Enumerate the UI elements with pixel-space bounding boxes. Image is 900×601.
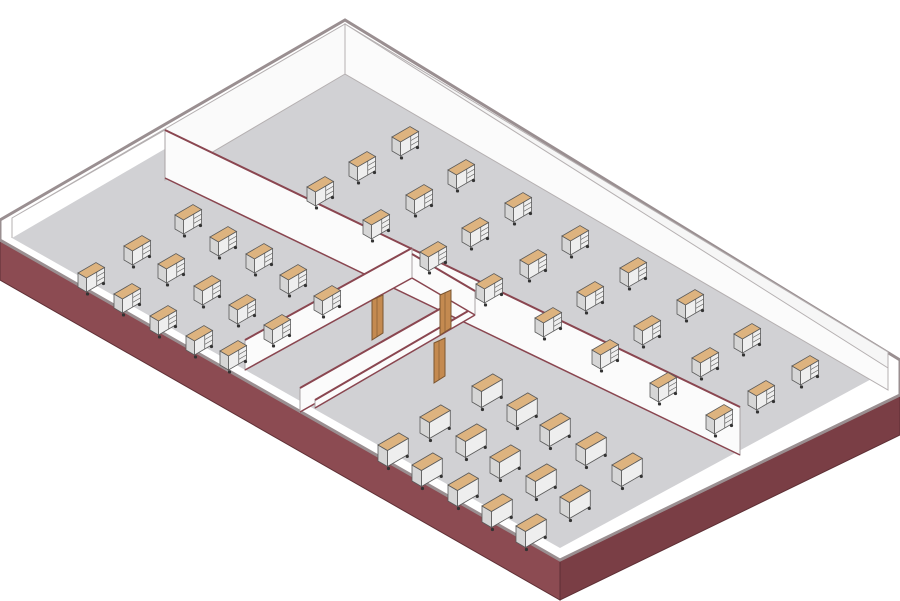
office-desk xyxy=(174,204,203,238)
office-desk xyxy=(591,339,620,373)
office-desk xyxy=(193,275,222,309)
door-3 xyxy=(433,337,446,384)
office-desk xyxy=(619,257,648,291)
office-desk xyxy=(649,372,678,406)
office-desk xyxy=(391,126,420,160)
back-wall-left-face xyxy=(11,23,346,238)
table xyxy=(455,423,488,462)
office-desk xyxy=(313,285,342,319)
office-desk xyxy=(348,151,377,185)
office-desk xyxy=(461,217,490,251)
office-desk xyxy=(306,176,335,210)
office-desk xyxy=(475,273,504,307)
office-desk xyxy=(733,323,762,357)
office-desk xyxy=(447,159,476,193)
office-desk xyxy=(576,281,605,315)
office-desk xyxy=(362,209,391,243)
table xyxy=(447,472,480,511)
exterior-wall xyxy=(0,18,900,601)
table xyxy=(506,392,539,431)
back-wall-right-inner xyxy=(344,23,889,391)
table xyxy=(471,373,504,412)
table xyxy=(481,493,514,532)
office-desk xyxy=(534,307,563,341)
wall-top-rim xyxy=(0,18,900,562)
office-desk xyxy=(228,294,257,328)
office-desk xyxy=(519,249,548,283)
door-1 xyxy=(371,294,384,341)
office-desk xyxy=(419,241,448,275)
back-walls xyxy=(11,23,889,391)
table xyxy=(411,452,444,491)
table xyxy=(611,452,644,491)
office-desk xyxy=(279,264,308,298)
office-desk xyxy=(633,315,662,349)
office-desk xyxy=(263,314,292,348)
office-desk xyxy=(157,253,186,287)
office-desk xyxy=(504,192,533,226)
furniture xyxy=(77,126,820,552)
office-desk xyxy=(747,380,776,414)
office-desk xyxy=(77,262,106,296)
doors xyxy=(371,289,452,384)
office-desk xyxy=(185,325,214,359)
table xyxy=(559,484,592,523)
office-desk xyxy=(113,283,142,317)
table xyxy=(539,412,572,451)
office-desk xyxy=(123,235,152,269)
partition-walls xyxy=(164,129,741,456)
office-desk xyxy=(561,225,590,259)
office-desk xyxy=(676,289,705,323)
office-desk xyxy=(405,184,434,218)
table xyxy=(419,404,452,443)
office-desk xyxy=(209,226,238,260)
table xyxy=(489,444,522,483)
table xyxy=(377,432,410,471)
office-desk xyxy=(791,355,820,389)
door-2 xyxy=(439,289,452,336)
table xyxy=(515,513,548,552)
office-desk xyxy=(219,340,248,374)
office-desk xyxy=(149,305,178,339)
table xyxy=(575,431,608,470)
office-desk xyxy=(245,243,274,277)
table xyxy=(525,463,558,502)
office-desk xyxy=(705,404,734,438)
office-desk xyxy=(691,347,720,381)
